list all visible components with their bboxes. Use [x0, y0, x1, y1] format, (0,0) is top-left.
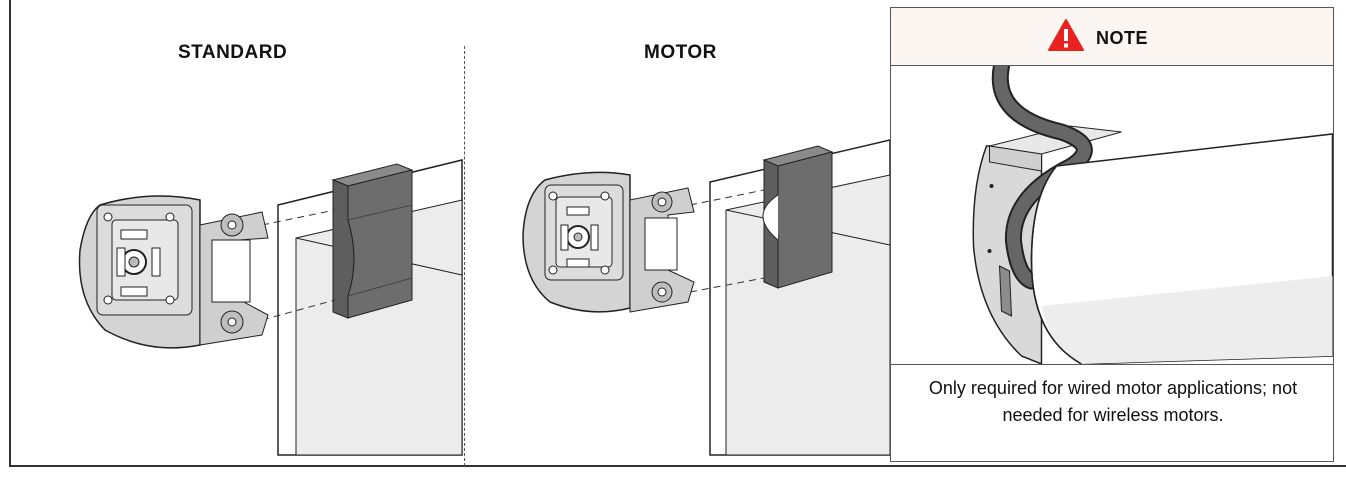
frame-left-border	[9, 0, 11, 466]
motor-spacer-block	[762, 145, 834, 289]
note-header: NOTE	[891, 8, 1333, 66]
note-caption-area: Only required for wired motor applicatio…	[891, 364, 1333, 461]
standard-bracket	[78, 195, 269, 349]
frame-bottom-border	[9, 465, 1346, 467]
warning-icon	[1048, 19, 1084, 51]
note-illustration	[972, 66, 1333, 364]
note-caption: Only required for wired motor applicatio…	[928, 378, 1298, 425]
section-divider	[464, 46, 465, 466]
note-title: NOTE	[1096, 28, 1149, 48]
illustrations	[78, 139, 890, 456]
note-panel: NOTE Only required for wired motor appli…	[890, 7, 1334, 462]
standard-spacer-block	[331, 163, 414, 319]
motor-heading: MOTOR	[644, 42, 717, 63]
standard-heading: STANDARD	[178, 42, 288, 63]
motor-bracket	[522, 171, 695, 313]
standard-illustration	[78, 159, 463, 456]
motor-illustration	[522, 139, 890, 456]
